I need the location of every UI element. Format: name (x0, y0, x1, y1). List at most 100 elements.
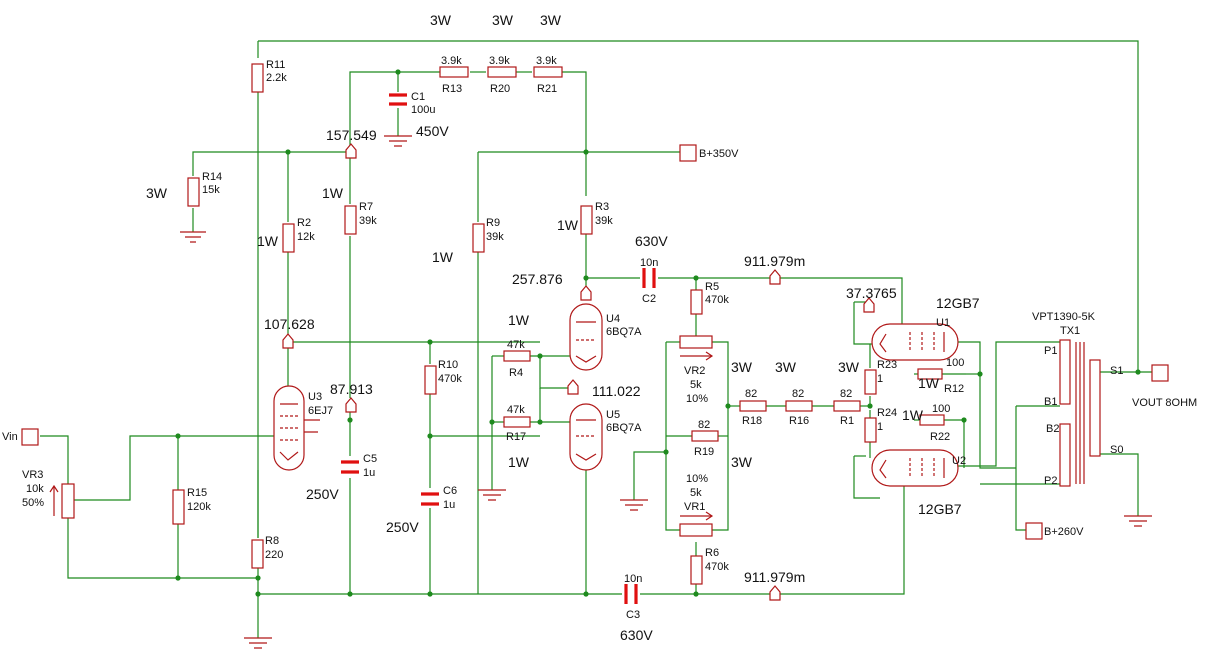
voltage-rating: 250V (306, 486, 339, 502)
part-value: 1u (363, 467, 375, 479)
wattage-label: 3W (540, 12, 562, 28)
pot-vr1[interactable] (679, 511, 714, 537)
part-ref: R5 (705, 281, 719, 293)
probe-marker-icon (769, 269, 781, 285)
resistor-r17[interactable] (503, 416, 531, 428)
part-ref: VR1 (684, 501, 705, 513)
tx-pin: S1 (1110, 365, 1123, 377)
wattage-label: 3W (492, 12, 514, 28)
port-vin[interactable] (21, 428, 39, 446)
tx-pin: P2 (1044, 475, 1057, 487)
part-ref: R10 (438, 359, 458, 371)
capacitor-c3[interactable] (624, 584, 638, 604)
part-value: 10% (686, 393, 708, 405)
part-value: 220 (265, 549, 283, 561)
capacitor-c1[interactable] (389, 93, 407, 106)
resistor-r22[interactable] (919, 414, 945, 426)
probe-reading: 257.876 (512, 271, 563, 287)
capacitor-c2[interactable] (642, 268, 656, 288)
tube-u4[interactable] (569, 303, 603, 371)
resistor-r1[interactable] (833, 400, 861, 412)
resistor-r3[interactable] (580, 205, 593, 235)
part-value: 82 (745, 388, 757, 400)
probe-reading: 37.3765 (846, 285, 897, 301)
resistor-r11[interactable] (251, 63, 264, 93)
junctions (175, 69, 1141, 597)
resistor-r23[interactable] (864, 369, 877, 395)
part-value: 6EJ7 (308, 405, 333, 417)
port-bplus260[interactable] (1025, 522, 1043, 540)
port-bplus350[interactable] (679, 144, 697, 162)
capacitors (341, 93, 656, 604)
resistor-r4[interactable] (503, 350, 531, 362)
part-ref: R18 (742, 415, 762, 427)
resistor-r16[interactable] (785, 400, 813, 412)
probe-reading: 107.628 (264, 316, 315, 332)
resistor-r24[interactable] (864, 417, 877, 443)
tube-u2[interactable] (871, 449, 959, 487)
capacitor-c5[interactable] (341, 460, 359, 474)
transformer-tx1[interactable] (1059, 339, 1101, 487)
part-value: 5k (690, 487, 702, 499)
wattage-label: 3W (775, 359, 797, 375)
part-ref: U5 (606, 409, 620, 421)
part-value: 3.9k (536, 55, 557, 67)
resistor-r7[interactable] (344, 205, 357, 235)
probe-marker-icon (769, 585, 781, 601)
resistor-r5[interactable] (690, 289, 703, 315)
probe-reading: 87.913 (330, 381, 373, 397)
capacitor-c6[interactable] (421, 492, 439, 506)
part-ref: R14 (202, 171, 222, 183)
part-ref: C6 (443, 485, 457, 497)
part-value: 39k (486, 231, 504, 243)
part-value: 47k (507, 404, 525, 416)
tube-u1[interactable] (871, 323, 959, 361)
tube-type: 12GB7 (918, 501, 962, 517)
resistor-r15[interactable] (172, 489, 185, 525)
probe-marker-icon (282, 333, 294, 349)
resistor-r8[interactable] (251, 539, 264, 569)
part-value: 39k (595, 215, 613, 227)
resistor-r13[interactable] (439, 66, 469, 78)
potentiometers (49, 335, 714, 537)
resistor-r21[interactable] (533, 66, 563, 78)
resistor-r14[interactable] (187, 177, 200, 207)
part-ref: C5 (363, 453, 377, 465)
part-ref: R2 (297, 217, 311, 229)
tx-pin: B2 (1046, 423, 1059, 435)
resistors (172, 63, 945, 585)
resistor-r2[interactable] (282, 223, 295, 253)
ground-icon (384, 135, 412, 147)
pot-vr3[interactable] (49, 483, 75, 519)
tube-u3[interactable] (273, 385, 320, 471)
part-value: 100 (946, 357, 964, 369)
part-ref: R6 (705, 547, 719, 559)
part-value: 82 (840, 388, 852, 400)
pot-vr2[interactable] (679, 335, 714, 361)
wattage-label: 3W (731, 359, 753, 375)
port-label: B+260V (1044, 526, 1084, 538)
resistor-r19[interactable] (691, 430, 719, 442)
part-value: 470k (705, 294, 729, 306)
resistor-r20[interactable] (487, 66, 517, 78)
part-value: VPT1390-5K (1032, 311, 1096, 323)
wattage-label: 1W (902, 407, 924, 423)
resistor-r12[interactable] (917, 368, 943, 380)
port-vout[interactable] (1151, 364, 1169, 382)
voltage-rating: 630V (620, 627, 653, 643)
resistor-r6[interactable] (690, 555, 703, 585)
wattage-label: 3W (731, 454, 753, 470)
labels: 3W 3W 3W 3W 1W 1W 1W 1W 1W 1W 3W 3W 3W 3… (2, 12, 1197, 643)
part-ref: R22 (930, 431, 950, 443)
tx-pin: S0 (1110, 444, 1123, 456)
ground-icon (478, 489, 506, 501)
resistor-r9[interactable] (472, 223, 485, 253)
wattage-label: 1W (557, 217, 579, 233)
tube-u5[interactable] (569, 403, 603, 471)
wattage-label: 3W (430, 12, 452, 28)
resistor-r10[interactable] (424, 365, 437, 395)
part-value: 2.2k (266, 72, 287, 84)
port-label: Vin (2, 431, 18, 443)
part-value: 82 (698, 419, 710, 431)
resistor-r18[interactable] (739, 400, 767, 412)
